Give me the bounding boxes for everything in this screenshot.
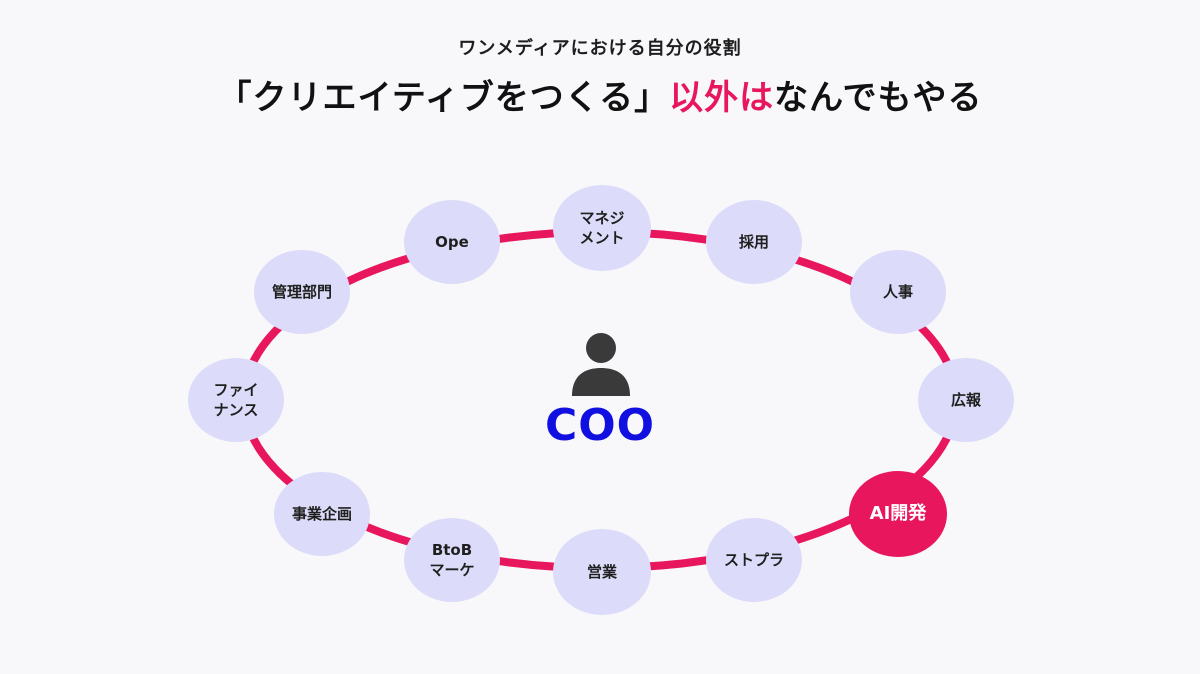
role-node-jigyou: 事業企画 (274, 472, 370, 556)
headline: 「クリエイティブをつくる」以外はなんでもやる (0, 70, 1200, 119)
headline-tail: なんでもやる (774, 78, 983, 118)
headline-accent: 以外は (669, 78, 775, 118)
role-node-jinji: 人事 (850, 250, 946, 334)
headline-main: 「クリエイティブをつくる」 (217, 78, 670, 118)
role-node-eigyou: 営業 (553, 529, 651, 615)
person-icon (572, 333, 630, 396)
role-node-kouhou: 広報 (918, 358, 1014, 442)
role-node-stpra: ストプラ (706, 518, 802, 602)
role-node-saiyou: 採用 (706, 200, 802, 284)
role-node-finance: ファイ ナンス (188, 358, 284, 442)
role-node-ope: Ope (404, 200, 500, 284)
subtitle: ワンメディアにおける自分の役割 (458, 38, 742, 59)
role-node-kanri: 管理部門 (254, 250, 350, 334)
coo-label: COO (544, 400, 656, 451)
role-node-btob: BtoB マーケ (404, 518, 500, 602)
role-node-ai: AI開発 (849, 471, 947, 557)
role-node-management: マネジ メント (553, 185, 651, 271)
